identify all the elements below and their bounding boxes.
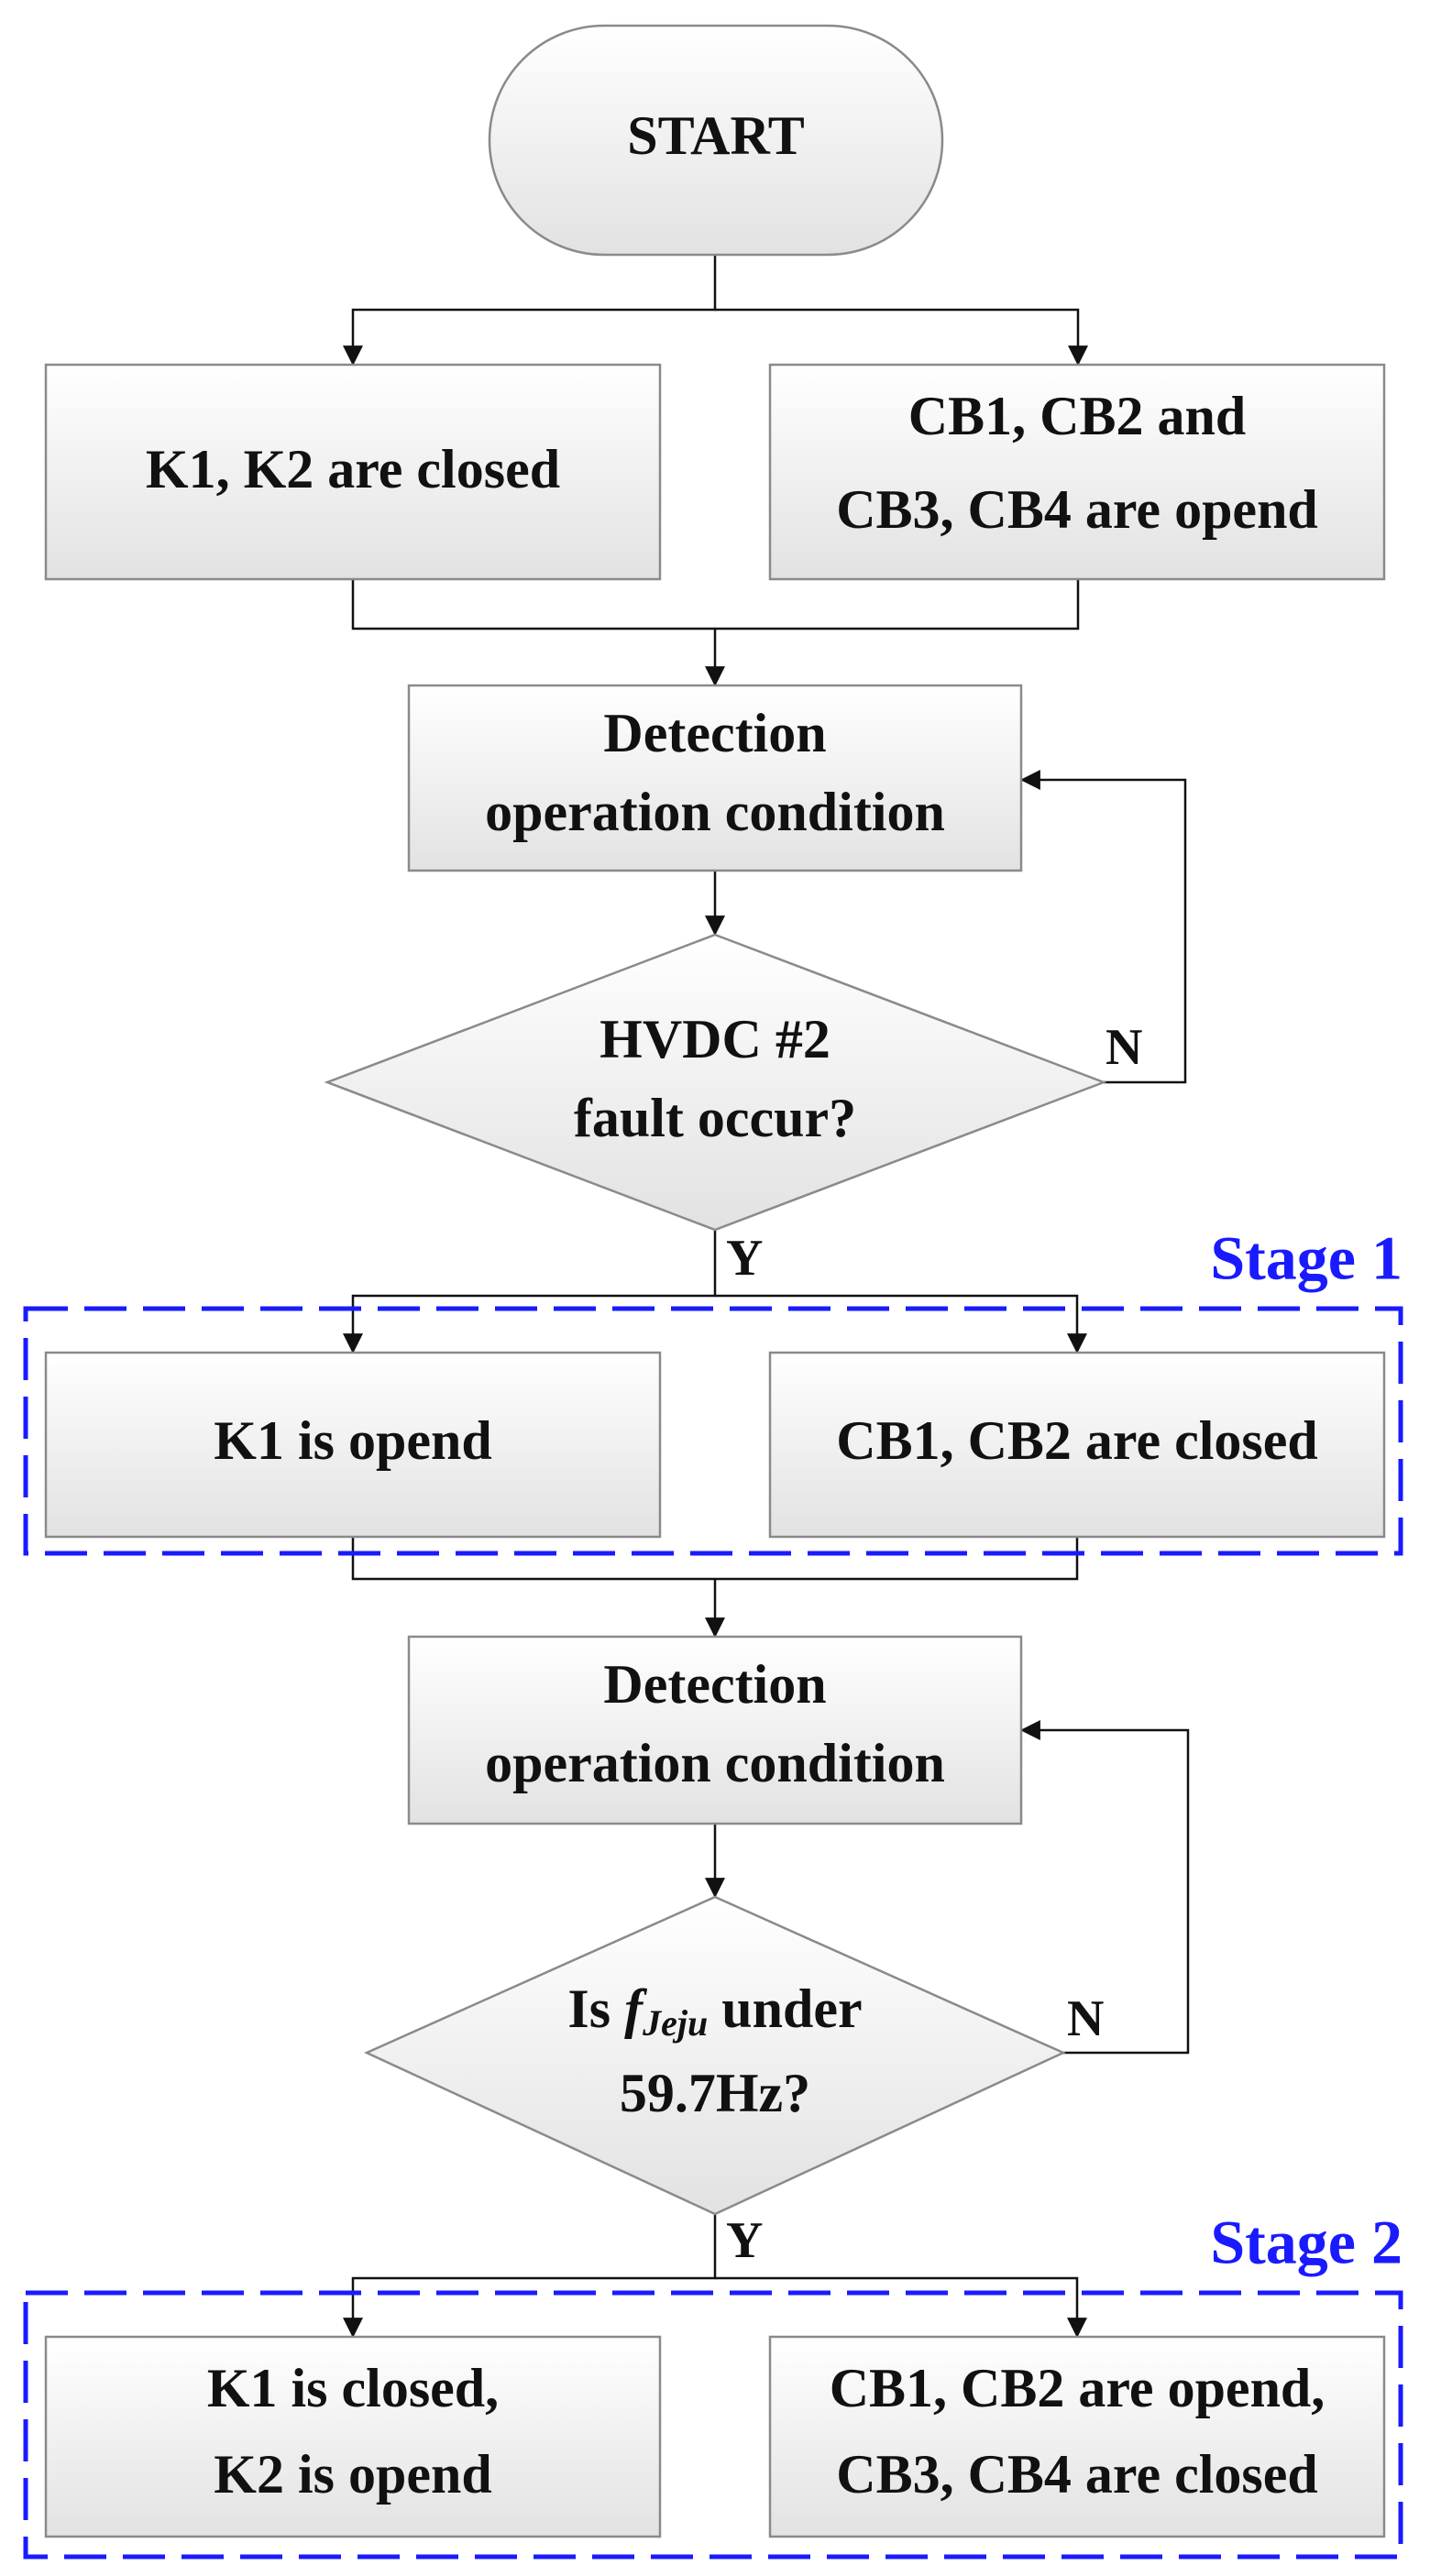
decision-1-no-label: N [1106, 1019, 1142, 1076]
decision-2-line-2: 59.7Hz? [620, 2063, 810, 2123]
stage-1-right-label: CB1, CB2 are closed [836, 1410, 1318, 1471]
decision-2-suffix: under [708, 1979, 862, 2039]
stage-2-left-line-2: K2 is opend [214, 2444, 491, 2505]
stage-1-outline [23, 1306, 1403, 1556]
decision-2-subscript: Jeju [642, 2002, 708, 2044]
edge-decision1-yes-right [715, 1294, 1087, 1354]
decision-1-diamond: HVDC #2 fault occur? [324, 933, 1107, 1232]
decision-2-prefix: Is [567, 1979, 624, 2039]
stage-1-left-box: K1 is opend [44, 1351, 662, 1539]
init-right-line-1: CB1, CB2 and [908, 386, 1246, 446]
stage-2-right-line-2: CB3, CB4 are closed [836, 2444, 1318, 2505]
edge-decision1-no-loop [1019, 770, 1187, 1084]
stage-2-left-line-1: K1 is closed, [207, 2358, 499, 2418]
stage-2-group: Stage 2 K1 is closed, K2 is opend CB1, C… [23, 2208, 1403, 2560]
start-node: START [488, 24, 944, 257]
edge-start-split [343, 255, 717, 367]
stage-2-right-box: CB1, CB2 are opend, CB3, CB4 are closed [768, 2335, 1386, 2538]
detect-2-box: Detection operation condition [407, 1635, 1023, 1825]
stage-1-left-label: K1 is opend [214, 1410, 491, 1471]
edge-merge-1 [351, 579, 1080, 630]
edge-decision2-yes [343, 2214, 717, 2339]
decision-2-diamond: Is fJeju under 59.7Hz? [363, 1895, 1067, 2216]
detect-1-line-2: operation condition [485, 782, 945, 842]
decision-2-no-label: N [1067, 1990, 1104, 2047]
decision-1-yes-label: Y [726, 1230, 763, 1287]
init-right-box: CB1, CB2 and CB3, CB4 are opend [768, 363, 1386, 581]
stage-2-right-line-1: CB1, CB2 are opend, [830, 2358, 1326, 2418]
detect-1-line-1: Detection [603, 703, 826, 763]
init-left-label: K1, K2 are closed [146, 439, 560, 499]
init-left-box: K1, K2 are closed [44, 363, 662, 581]
decision-1-line-2: fault occur? [574, 1088, 856, 1148]
stage-2-title: Stage 2 [1210, 2208, 1402, 2277]
edge-decision2-yes-right [715, 2276, 1087, 2339]
stage-1-title: Stage 1 [1210, 1223, 1402, 1293]
detect-2-line-1: Detection [603, 1654, 826, 1715]
edge-merge-2 [351, 1537, 1079, 1581]
edge-start-right [715, 308, 1088, 367]
edge-decision2-no-loop [1019, 1720, 1190, 2055]
stage-2-outline [23, 2290, 1403, 2560]
decision-2-yes-label: Y [726, 2212, 763, 2269]
start-label: START [627, 105, 805, 166]
decision-2-line-1: Is fJeju under [567, 1979, 862, 2044]
init-right-line-2: CB3, CB4 are opend [836, 479, 1318, 540]
decision-1-line-1: HVDC #2 [600, 1009, 830, 1069]
edge-decision1-yes [343, 1230, 717, 1354]
stage-1-group: Stage 1 K1 is opend CB1, CB2 are closed [23, 1223, 1403, 1556]
stage-2-left-box: K1 is closed, K2 is opend [44, 2335, 662, 2538]
stage-1-right-box: CB1, CB2 are closed [768, 1351, 1386, 1539]
detect-2-line-2: operation condition [485, 1733, 945, 1793]
connectors [343, 255, 1190, 2339]
detect-1-box: Detection operation condition [407, 684, 1023, 872]
